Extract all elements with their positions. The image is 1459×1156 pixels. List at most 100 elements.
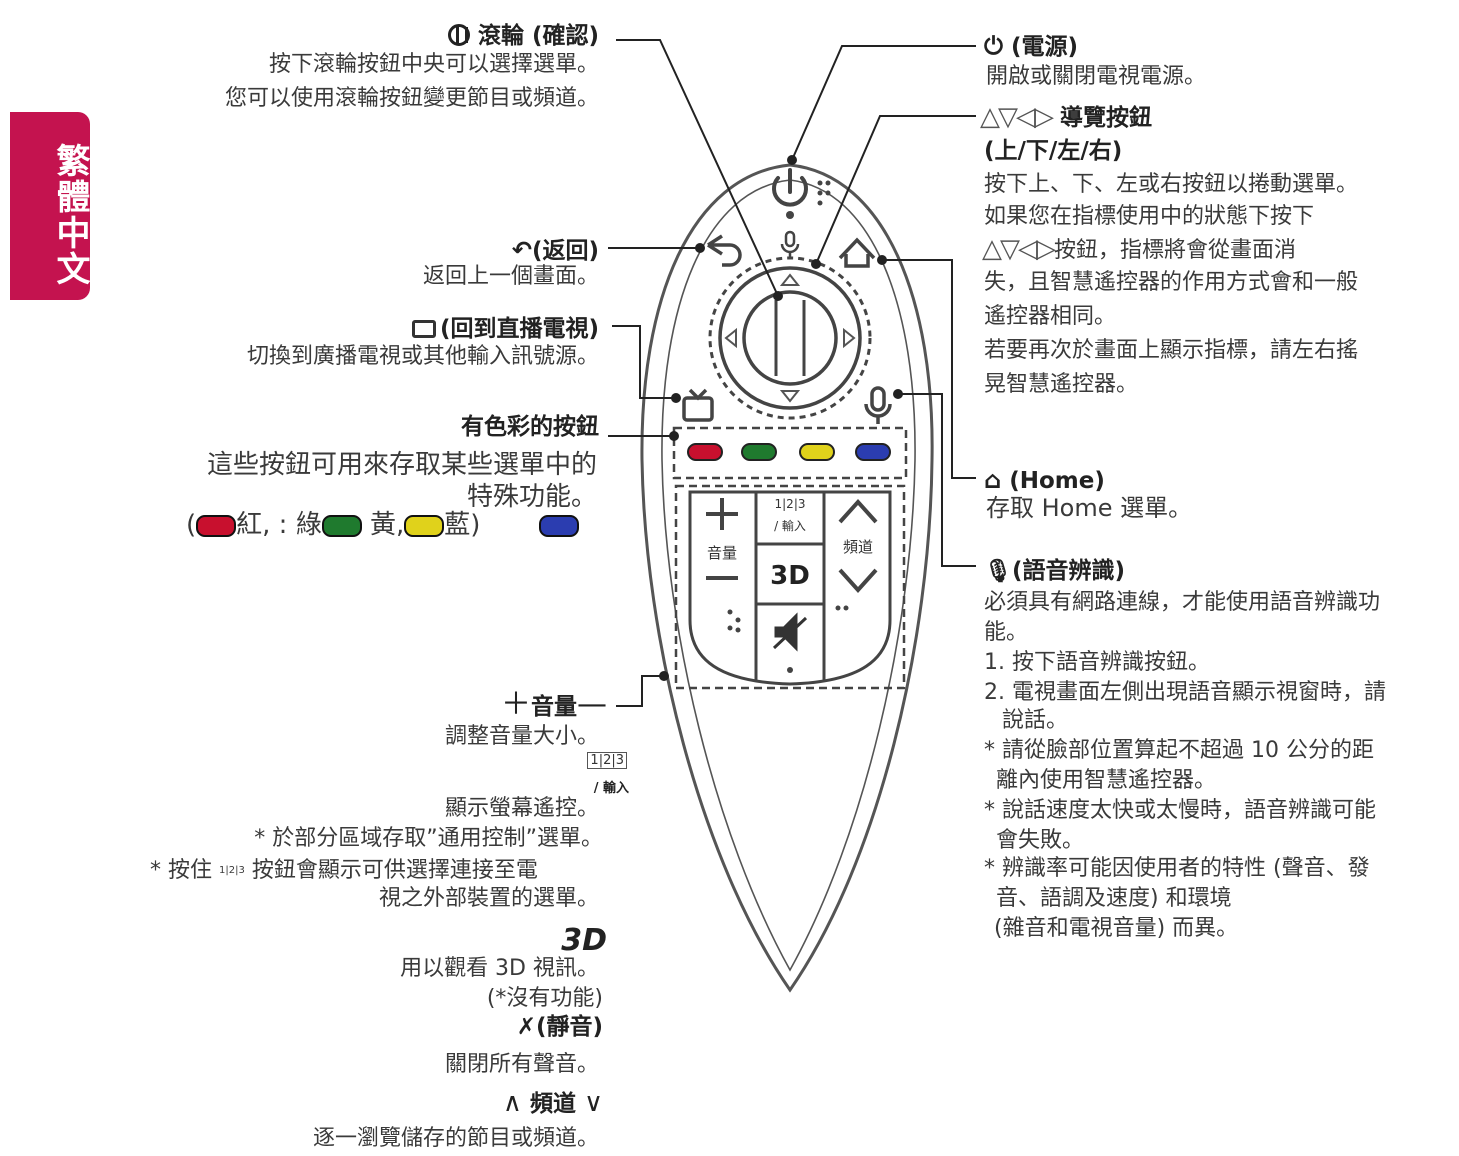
remote-num-key: 1|2|3	[775, 497, 806, 511]
volume-desc-4: * 按住 1|2|3 按鈕會顯示可供選擇連接至電	[150, 858, 538, 883]
nav-sub: (上/下/左/右)	[984, 138, 1123, 164]
remote-3d-key: 3D	[770, 561, 810, 591]
channel-title: ∧ 頻道 ∨	[502, 1088, 603, 1118]
mic-icon: 🎙	[984, 559, 1012, 584]
color-desc-2: 特殊功能。	[466, 482, 597, 512]
color-desc-1: 這些按鈕可用來存取某些選單中的	[206, 450, 597, 480]
remote-num-sub: / 輸入	[774, 518, 806, 533]
volume-title: ＋音量—	[501, 687, 607, 722]
back-desc: 返回上一個畫面。	[422, 264, 599, 289]
scroll-title: 滾輪 (確認)	[447, 23, 599, 49]
yellow-button	[799, 443, 835, 461]
power-dots	[786, 180, 831, 219]
num-badge: 1|2|3	[587, 752, 627, 769]
voice-desc-4: 2. 電視畫面左側出現語音顯示視窗時，請	[984, 680, 1386, 705]
live-tv-icon	[411, 320, 436, 338]
leader-lines	[608, 39, 976, 707]
red-button	[687, 443, 723, 461]
nav-desc-3: △▽◁▷按鈕，指標將會從畫面消	[982, 234, 1296, 264]
power-icon	[772, 168, 808, 207]
ch-dots	[835, 605, 849, 611]
remote-body	[640, 163, 934, 993]
voice-desc-3: 1. 按下語音辨識按鈕。	[984, 650, 1210, 675]
channel-desc: 逐一瀏覽儲存的節目或頻道。	[312, 1126, 599, 1151]
mute-desc: 關閉所有聲音。	[444, 1052, 599, 1077]
channel-down	[838, 568, 878, 593]
scroll-desc-1: 按下滾輪按鈕中央可以選擇選單。	[268, 52, 599, 77]
keypad-dividers	[754, 492, 826, 682]
voice-desc-12: (雜音和電視音量) 而異。	[994, 916, 1239, 941]
back-title: ↶(返回)	[511, 236, 599, 264]
voice-title: 🎙(語音辨識)	[984, 558, 1125, 584]
vol-dots	[727, 609, 741, 633]
voice-desc-5: 說話。	[1002, 708, 1069, 733]
back-icon: ↶	[511, 236, 532, 264]
scroll-wheel-ridges	[774, 300, 806, 376]
voice-desc-2: 能。	[984, 620, 1029, 645]
keypad-box	[674, 484, 906, 690]
power-desc: 開啟或關閉電視電源。	[986, 64, 1207, 89]
nav-title: △▽◁▷ 導覽按鈕	[980, 102, 1152, 132]
nav-arrows	[724, 273, 856, 403]
scroll-name: 滾輪	[477, 23, 524, 49]
scroll-wheel	[742, 290, 838, 386]
color-desc-3: (紅, : 綠 黃,藍)	[186, 512, 579, 538]
blue-chip	[538, 514, 579, 537]
remote-mic-icon	[864, 386, 892, 424]
color-title: 有色彩的按鈕	[461, 414, 599, 440]
remote-livetv-icon	[682, 388, 714, 422]
mute-icon: ✗	[516, 1014, 536, 1040]
volume-plus	[706, 498, 738, 530]
color-buttons-box	[672, 426, 908, 480]
num-badge-sub: / 輸入	[593, 781, 629, 796]
nav-ring-dashes	[708, 256, 872, 420]
power-icon-label: ⏻	[984, 32, 1003, 60]
remote-channel-label: 頻道	[843, 538, 873, 556]
nav-desc-7: 晃智慧遙控器。	[984, 372, 1139, 397]
remote-home-icon	[838, 237, 876, 268]
voice-desc-11: 音、語調及速度) 和環境	[996, 886, 1232, 911]
navigation-arrows-icon: △▽◁▷	[980, 102, 1054, 132]
blue-button	[855, 443, 891, 461]
three-d-icon: 3D	[561, 923, 607, 958]
yellow-chip	[404, 514, 445, 537]
scroll-confirm: (確認)	[531, 23, 599, 49]
channel-up	[838, 499, 878, 524]
remote-volume-label: 音量	[707, 544, 737, 562]
remote-mic-small	[780, 230, 800, 258]
nav-desc-5: 遙控器相同。	[984, 304, 1117, 329]
home-title: ⌂ (Home)	[984, 466, 1105, 494]
nav-desc-2: 如果您在指標使用中的狀態下按下	[984, 204, 1315, 229]
nav-ring	[718, 266, 862, 410]
voice-desc-10: * 辨識率可能因使用者的特性 (聲音、發	[984, 856, 1370, 881]
livetv-title: (回到直播電視)	[411, 318, 599, 341]
livetv-desc: 切換到廣播電視或其他輸入訊號源。	[246, 344, 599, 369]
scroll-desc-2: 您可以使用滾輪按鈕變更節目或頻道。	[224, 86, 599, 111]
home-icon: ⌂	[984, 466, 1002, 494]
voice-desc-7: 離內使用智慧遙控器。	[996, 768, 1217, 793]
remote-mute-key	[772, 612, 808, 652]
nav-desc-4: 失，且智慧遙控器的作用方式會和一般	[984, 270, 1359, 295]
three-d-note: (*沒有功能)	[486, 986, 603, 1011]
green-chip	[321, 514, 362, 537]
volume-desc-2: 顯示螢幕遙控。	[444, 796, 599, 821]
voice-desc-1: 必須具有網路連線，才能使用語音辨識功	[984, 590, 1381, 615]
language-tab: 繁體中文	[10, 112, 90, 300]
voice-desc-6: * 請從臉部位置算起不超過 10 公分的距	[984, 738, 1374, 763]
volume-desc: 調整音量大小。	[444, 724, 599, 749]
volume-desc-3: * 於部分區域存取”通用控制”選單。	[254, 826, 603, 851]
mute-title: ✗(靜音)	[516, 1014, 603, 1040]
nav-desc-6: 若要再次於畫面上顯示指標，請左右搖	[984, 338, 1359, 363]
red-chip	[196, 514, 237, 537]
remote-back-icon	[707, 234, 742, 267]
voice-desc-9: 會失敗。	[996, 828, 1085, 853]
nav-desc-1: 按下上、下、左或右按鈕以捲動選單。	[984, 172, 1359, 197]
home-desc: 存取 Home 選單。	[986, 494, 1193, 522]
three-d-desc: 用以觀看 3D 視訊。	[400, 956, 599, 981]
voice-desc-8: * 說話速度太快或太慢時，語音辨識可能	[984, 798, 1376, 823]
color-buttons	[687, 443, 891, 461]
power-title: ⏻ (電源)	[984, 32, 1079, 60]
green-button	[741, 443, 777, 461]
volume-desc-5: 視之外部裝置的選單。	[378, 886, 599, 911]
